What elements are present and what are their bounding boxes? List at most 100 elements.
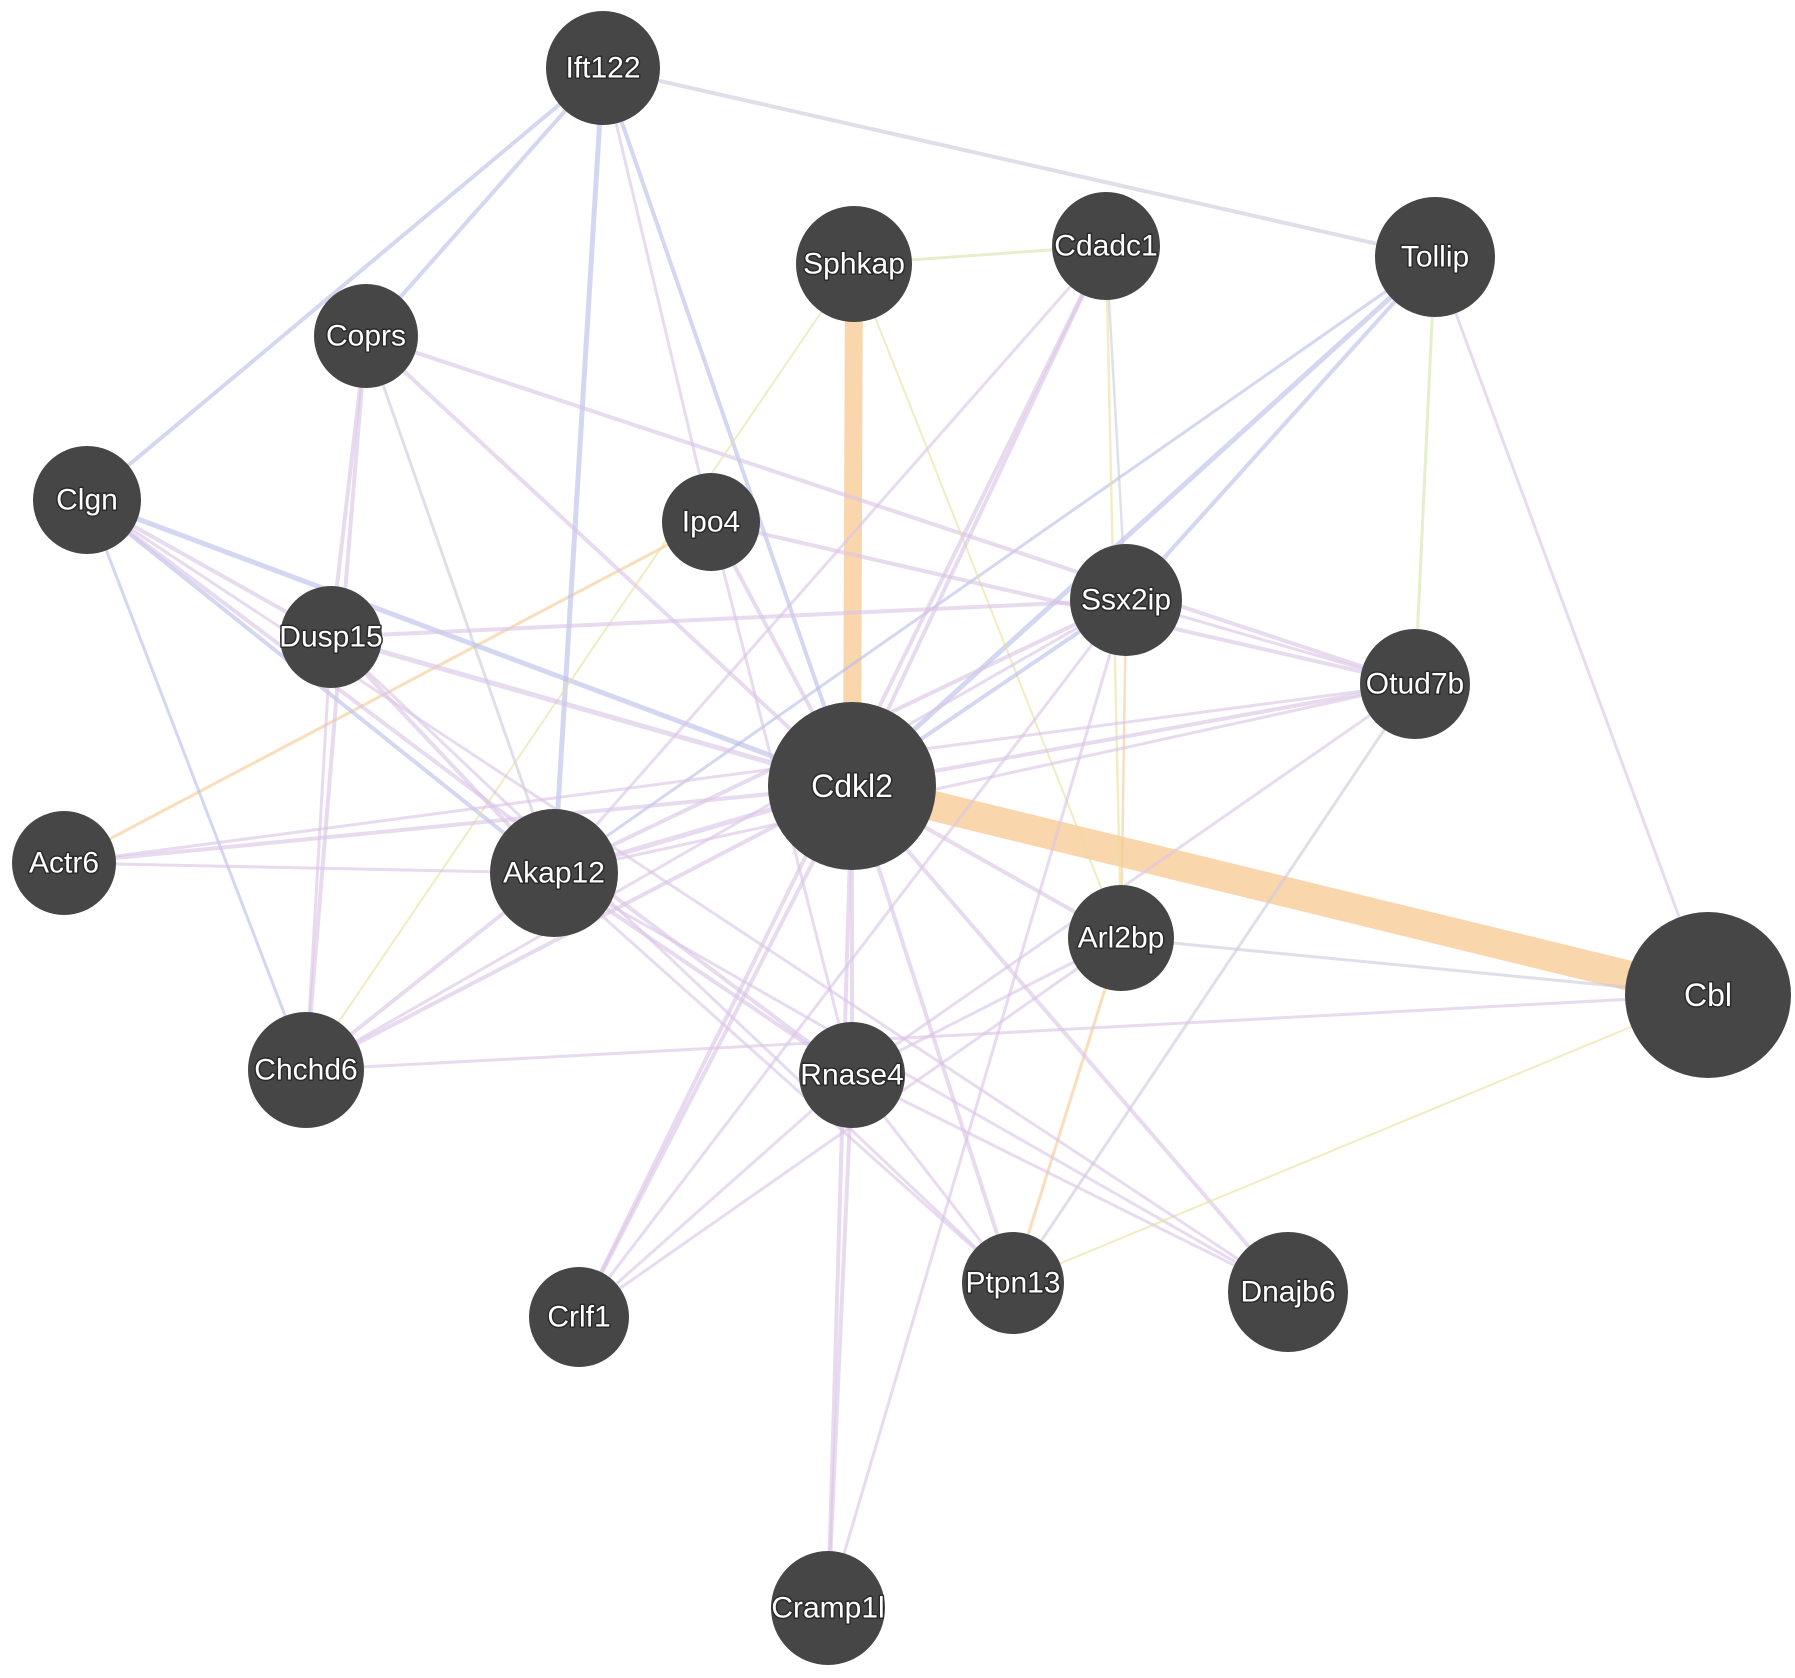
edge-tollip-cbl (1433, 255, 1710, 997)
node-coprs[interactable]: Coprs (314, 284, 418, 388)
node-dusp15[interactable]: Dusp15 (278, 586, 384, 688)
node-label: Ift122 (565, 52, 640, 85)
node-ift122[interactable]: Ift122 (546, 11, 660, 125)
node-circle (314, 284, 418, 388)
edge-otud7b-akap12 (552, 682, 1417, 875)
node-label: Crlf1 (547, 1301, 610, 1334)
node-cramp1l[interactable]: Cramp1l (770, 1551, 886, 1665)
edge-arl2bp-ptpn13 (1011, 936, 1123, 1285)
node-label: Rnase4 (800, 1059, 903, 1092)
node-circle (1228, 1232, 1348, 1352)
node-ssx2ip[interactable]: Ssx2ip (1070, 544, 1182, 656)
edge-tollip-cdkl2 (849, 254, 1438, 789)
node-circle (768, 702, 936, 870)
node-label: Dusp15 (279, 621, 382, 654)
node-cdadc1[interactable]: Cdadc1 (1052, 192, 1160, 300)
node-circle (248, 1012, 364, 1128)
node-label: Coprs (326, 320, 406, 353)
edge-ift122-cdkl2 (601, 66, 854, 788)
edge-otud7b-ptpn13 (1011, 682, 1417, 1285)
edge-dusp15-ptpn13 (329, 635, 1015, 1285)
node-chchd6[interactable]: Chchd6 (248, 1012, 364, 1128)
edge-cdkl2-dnajb6 (850, 784, 1290, 1294)
edge-rnase4-crlf1 (577, 1073, 854, 1319)
node-label: Cdadc1 (1054, 230, 1157, 263)
edge-coprs-akap12 (364, 334, 556, 875)
edge-cdkl2-crlf1 (577, 784, 854, 1319)
edge-cdadc1-akap12 (552, 244, 1108, 875)
node-otud7b[interactable]: Otud7b (1360, 629, 1470, 739)
node-label: Ssx2ip (1081, 584, 1171, 617)
node-label: Chchd6 (254, 1054, 357, 1087)
node-label: Ipo4 (682, 506, 740, 539)
node-circle (962, 1232, 1064, 1334)
node-rnase4[interactable]: Rnase4 (799, 1022, 905, 1128)
node-label: Cbl (1684, 977, 1732, 1013)
edge-clgn-cdkl2 (84, 497, 855, 789)
edge-dusp15-chchd6 (304, 635, 333, 1072)
node-label: Clgn (56, 484, 118, 517)
edge-sphkap-chchd6 (305, 263, 855, 1071)
node-circle (1070, 544, 1182, 656)
node-circle (1360, 629, 1470, 739)
edge-crlf1-ssx2ip (577, 598, 1128, 1319)
node-circle (796, 206, 912, 322)
node-ipo4[interactable]: Ipo4 (662, 473, 760, 571)
node-label: Cdkl2 (811, 768, 893, 804)
edge-dusp15-cdkl2 (328, 634, 855, 789)
node-label: Actr6 (29, 847, 99, 880)
edge-coprs-otud7b (364, 334, 1417, 686)
node-clgn[interactable]: Clgn (33, 446, 141, 554)
node-label: Ptpn13 (965, 1267, 1060, 1300)
edge-cdkl2-cramp1l (826, 784, 854, 1610)
edge-coprs-cdkl2 (364, 334, 854, 788)
edge-chchd6-cbl (304, 993, 1710, 1072)
edge-tollip-otud7b (1413, 255, 1437, 686)
node-arl2bp[interactable]: Arl2bp (1068, 885, 1174, 991)
edge-otud7b-rnase4 (850, 682, 1417, 1077)
edge-arl2bp-cbl (1119, 936, 1710, 997)
edge-tollip-akap12 (552, 255, 1437, 875)
node-label: Tollip (1401, 241, 1469, 274)
node-circle (662, 473, 760, 571)
edge-ptpn13-akap12 (552, 871, 1015, 1285)
node-circle (33, 446, 141, 554)
node-ptpn13[interactable]: Ptpn13 (962, 1232, 1064, 1334)
node-cdkl2[interactable]: Cdkl2 (768, 702, 936, 870)
edge-ssx2ip-arl2bp (1119, 598, 1128, 940)
node-circle (1375, 197, 1495, 317)
edge-rnase4-dnajb6 (850, 1073, 1290, 1294)
node-label: Akap12 (503, 857, 605, 890)
edge-clgn-chchd6 (85, 498, 308, 1072)
node-label: Cramp1l (771, 1592, 884, 1625)
edge-ift122-ipo4 (601, 66, 713, 524)
edge-dusp15-ssx2ip (329, 598, 1128, 639)
edge-cramp1l-ssx2ip (826, 598, 1128, 1610)
edge-ift122-coprs (364, 66, 605, 338)
edge-otud7b-cdkl2 (850, 682, 1417, 788)
node-cbl[interactable]: Cbl (1625, 912, 1791, 1078)
node-circle (280, 586, 382, 688)
node-circle (1625, 912, 1791, 1078)
node-circle (12, 811, 116, 915)
node-crlf1[interactable]: Crlf1 (529, 1267, 629, 1367)
edge-cdadc1-ssx2ip (1104, 244, 1128, 602)
edge-actr6-cdkl2 (62, 784, 854, 865)
edge-cdkl2-cbl (837, 771, 1723, 1010)
edge-ift122-clgn (85, 66, 605, 502)
node-circle (771, 1551, 885, 1665)
node-label: Sphkap (803, 248, 905, 281)
node-dnajb6[interactable]: Dnajb6 (1228, 1232, 1348, 1352)
edge-chchd6-ssx2ip (304, 598, 1128, 1072)
node-akap12[interactable]: Akap12 (490, 809, 618, 937)
node-circle (546, 11, 660, 125)
edge-coprs-chchd6 (304, 334, 368, 1072)
node-circle (799, 1022, 905, 1128)
node-actr6[interactable]: Actr6 (12, 811, 116, 915)
node-circle (529, 1267, 629, 1367)
edge-ift122-akap12 (551, 65, 606, 876)
node-sphkap[interactable]: Sphkap (796, 206, 912, 322)
node-circle (1068, 885, 1174, 991)
node-tollip[interactable]: Tollip (1375, 197, 1495, 317)
